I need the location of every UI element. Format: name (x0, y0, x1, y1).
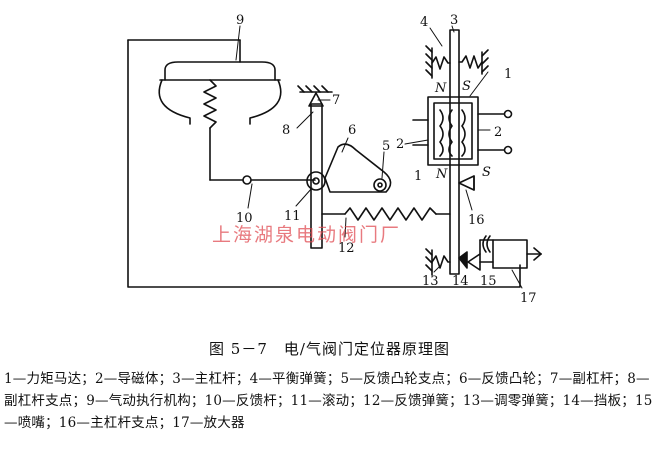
label-9: 9 (236, 13, 244, 28)
pole-n-bottom: N (435, 167, 448, 182)
pole-s-bottom: S (482, 165, 491, 180)
roller (306, 171, 326, 191)
label-4: 4 (420, 15, 428, 30)
secondary-lever-pivot (297, 85, 333, 107)
label-2-right: 2 (494, 125, 502, 140)
zero-adjust-spring (425, 248, 451, 276)
torque-motor (412, 109, 513, 157)
pneumatic-actuator (158, 61, 282, 181)
pole-n-top: N (434, 81, 447, 96)
amplifier (479, 235, 542, 269)
upper-right-spring (458, 49, 489, 75)
principle-diagram: 9 7 8 6 5 10 11 12 4 3 1 2 2 1 N S N S 1… (127, 13, 542, 306)
leader-lines (235, 25, 523, 289)
label-5: 5 (382, 139, 390, 154)
label-3: 3 (450, 13, 458, 28)
label-2-left: 2 (396, 137, 404, 152)
flapper (458, 251, 468, 269)
label-15: 15 (480, 274, 497, 289)
diagram-labels: 9 7 8 6 5 10 11 12 4 3 1 2 2 1 N S N S 1… (236, 13, 537, 306)
balance-spring (425, 45, 451, 79)
air-pipe-loop (127, 39, 521, 288)
nozzle (467, 253, 494, 271)
label-11: 11 (284, 209, 301, 224)
label-17: 17 (520, 291, 537, 306)
figure-caption: 图 5－7 电/气阀门定位器原理图 (209, 340, 450, 358)
secondary-lever (310, 103, 323, 249)
pole-s-top: S (462, 79, 471, 94)
label-7: 7 (332, 93, 340, 108)
main-lever (449, 29, 460, 275)
cam-pivot (373, 178, 387, 192)
label-6: 6 (348, 123, 356, 138)
label-1-bottom: 1 (414, 169, 422, 184)
feedback-cam (324, 143, 392, 193)
label-12: 12 (338, 241, 355, 256)
feedback-spring (321, 207, 451, 221)
figure-legend: 1—力矩马达；2—导磁体；3—主杠杆；4—平衡弹簧；5—反馈凸轮支点；6—反馈凸… (4, 371, 653, 431)
label-8: 8 (282, 123, 290, 138)
label-14: 14 (452, 274, 469, 289)
watermark-text: 上海湖泉电动阀门厂 (212, 224, 401, 246)
label-13: 13 (422, 274, 439, 289)
label-1-top: 1 (504, 67, 512, 82)
label-10: 10 (236, 211, 253, 226)
feedback-rod (209, 175, 316, 185)
label-16: 16 (468, 213, 485, 228)
main-lever-pivot (458, 175, 475, 191)
magnetic-yoke (427, 96, 479, 166)
